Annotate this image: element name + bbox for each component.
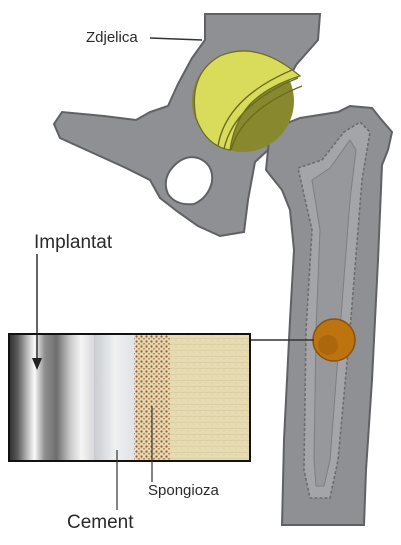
cancellous-bone-label: Spongioza	[148, 483, 219, 498]
pelvis-label: Zdjelica	[86, 30, 138, 45]
metal-implant-layer	[9, 334, 94, 461]
pelvis-leader	[150, 38, 202, 40]
implant-label: Implantat	[34, 233, 112, 252]
cement-label: Cement	[67, 513, 134, 532]
zoom-marker-inner	[318, 335, 338, 355]
cement-layer	[94, 334, 136, 461]
cross-section-window	[9, 334, 250, 461]
